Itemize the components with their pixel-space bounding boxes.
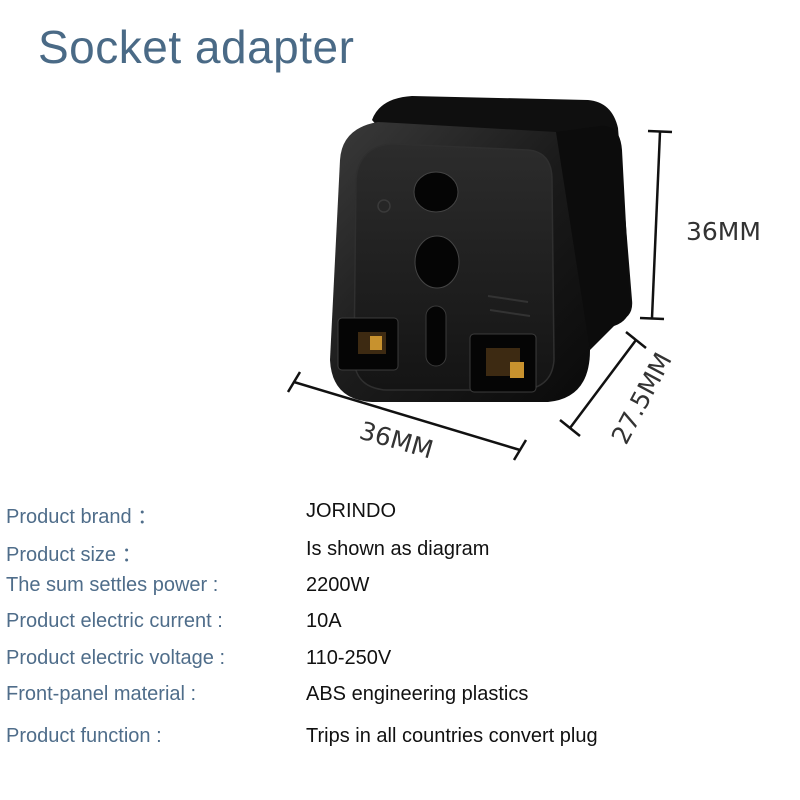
depth-label: 27.5MM: [606, 348, 678, 449]
depth-dimension: [559, 331, 647, 437]
left-outlet-hole: [337, 317, 399, 371]
spec-key: Product function :: [6, 725, 162, 747]
right-outlet-hole: [469, 333, 537, 393]
height-label: 36MM: [686, 217, 761, 246]
spec-row-brand: Product brand ： JORINDO: [0, 500, 800, 530]
width-dimension: [286, 371, 528, 461]
width-label: 36MM: [356, 416, 436, 465]
height-dimension: [639, 129, 673, 321]
spec-value: 110-250V: [306, 647, 392, 669]
spec-row-power: The sum settles power : 2200W: [0, 574, 800, 604]
spec-key: Front-panel material :: [6, 683, 197, 705]
spec-value: 2200W: [306, 574, 370, 596]
spec-value: ABS engineering plastics: [306, 683, 529, 705]
spec-value: JORINDO: [306, 500, 396, 522]
product-figure: 36MM 36MM 27.5MM: [286, 96, 761, 465]
spec-value: 10A: [306, 610, 342, 632]
spec-row-material: Front-panel material : ABS engineering p…: [0, 683, 800, 713]
spec-key: Product electric current :: [6, 610, 223, 632]
page-title: Socket adapter: [38, 21, 355, 73]
spec-row-size: Product size ： Is shown as diagram: [0, 538, 800, 568]
spec-row-function: Product function : Trips in all countrie…: [0, 725, 800, 755]
spec-value: Trips in all countries convert plug: [306, 725, 598, 747]
spec-key: Product size ：: [6, 544, 142, 566]
spec-row-current: Product electric current : 10A: [0, 610, 800, 640]
spec-key: Product brand ：: [6, 506, 158, 528]
adapter-image: [330, 96, 633, 402]
spec-key: Product electric voltage :: [6, 647, 225, 669]
spec-key: The sum settles power :: [6, 574, 219, 596]
spec-row-voltage: Product electric voltage : 110-250V: [0, 647, 800, 677]
spec-value: Is shown as diagram: [306, 538, 490, 560]
